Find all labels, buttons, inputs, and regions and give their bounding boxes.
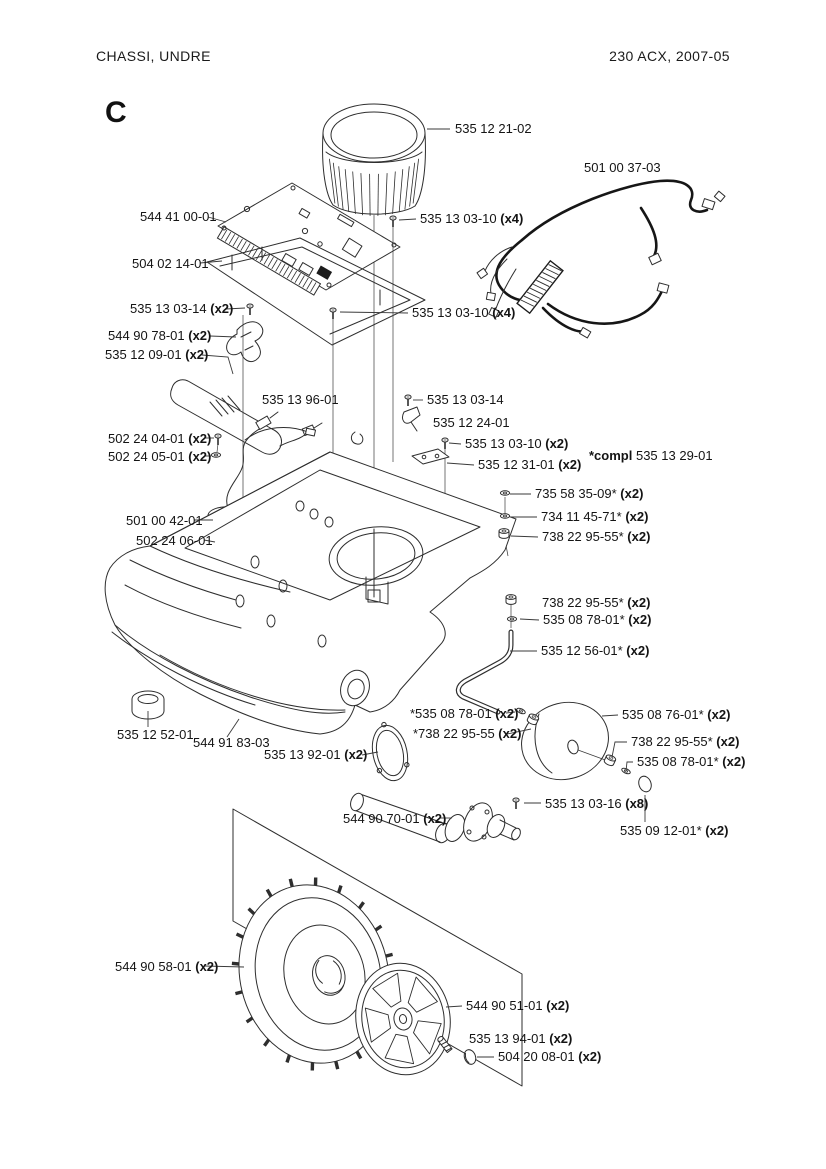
part-label: 535 13 03-16 (x8): [545, 796, 648, 811]
mid-small-parts-art: [244, 406, 450, 465]
part-label: 535 13 03-10 (x4): [412, 305, 515, 320]
hub-screw-art: [437, 1035, 453, 1054]
part-label: 535 13 94-01 (x2): [469, 1031, 572, 1046]
part-label: 735 58 35-09* (x2): [535, 486, 643, 501]
part-label: 535 12 31-01 (x2): [478, 457, 581, 472]
leader-line: [201, 354, 234, 375]
leader-line: [445, 1005, 463, 1008]
part-label: 535 12 52-01: [117, 727, 194, 742]
leader-line: [625, 761, 633, 772]
part-label: 734 11 45-71* (x2): [541, 509, 648, 524]
part-label: 535 13 03-10 (x4): [420, 211, 523, 226]
leader-line: [601, 714, 619, 717]
caster-axle-art: [455, 629, 514, 715]
leader-line: [339, 311, 409, 314]
leader-line: [611, 741, 627, 758]
part-label: 502 24 06-01: [136, 533, 213, 548]
part-label: 535 08 78-01* (x2): [637, 754, 745, 769]
part-label: 544 41 00-01: [140, 209, 217, 224]
part-label: 535 13 96-01: [262, 392, 339, 407]
hubcap-art: [355, 962, 451, 1076]
part-label: 502 24 05-01 (x2): [108, 449, 211, 464]
leader-line: [199, 260, 223, 264]
part-label: 502 24 04-01 (x2): [108, 431, 211, 446]
leader-line: [207, 216, 227, 223]
leader-line: [448, 442, 462, 445]
part-label: 504 02 14-01: [132, 256, 209, 271]
grommet-art: [131, 690, 165, 720]
drive-wheel-art: [231, 877, 397, 1071]
chassis-tub-art: [104, 451, 517, 735]
part-label: 535 13 92-01 (x2): [264, 747, 367, 762]
part-label: 738 22 95-55* (x2): [542, 595, 650, 610]
page-title: CHASSI, UNDRE: [96, 48, 211, 64]
part-label: 504 20 08-01 (x2): [498, 1049, 601, 1064]
part-label: 535 12 21-02: [455, 121, 532, 136]
leader-line: [361, 751, 379, 756]
leader-line: [506, 728, 532, 735]
part-label: *738 22 95-55 (x2): [413, 726, 521, 741]
part-label: 535 08 78-01* (x2): [543, 612, 651, 627]
leader-line: [510, 535, 539, 538]
part-label: 544 90 70-01 (x2): [343, 811, 446, 826]
part-label: 535 12 56-01* (x2): [541, 643, 649, 658]
model-revision: 230 ACX, 2007-05: [609, 48, 730, 64]
part-label: 535 13 03-14 (x2): [130, 301, 233, 316]
gasket-ring-art: [371, 721, 410, 782]
wheel-motor-art: [350, 792, 521, 844]
part-label: 535 12 24-01: [433, 415, 510, 430]
part-label: *535 08 78-01 (x2): [410, 706, 518, 721]
part-label: 544 91 83-03: [193, 735, 270, 750]
leader-line: [203, 539, 216, 543]
part-label: 544 90 78-01 (x2): [108, 328, 211, 343]
leader-line: [446, 462, 475, 466]
part-label: 535 12 09-01 (x2): [105, 347, 208, 362]
leader-line: [209, 335, 237, 338]
hub-cap-plug-art: [463, 1049, 477, 1065]
leader-line: [398, 218, 417, 221]
leader-line: [226, 718, 240, 738]
leader-line: [225, 307, 246, 310]
part-label: 738 22 95-55* (x2): [631, 734, 739, 749]
part-label: 535 13 03-14: [427, 392, 504, 407]
part-label: 501 00 42-01: [126, 513, 203, 528]
part-label: 535 09 12-01* (x2): [620, 823, 728, 838]
part-label: 535 08 76-01* (x2): [622, 707, 730, 722]
pcb-art: [216, 182, 401, 296]
wire-harness-art: [476, 179, 726, 339]
part-labels-layer: 535 12 21-02 501 00 37-03 544 41 00-01 504 …: [105, 121, 745, 1064]
panel-outline-art: [232, 808, 523, 1087]
bracket-art: [226, 321, 264, 363]
part-label: 738 22 95-55* (x2): [542, 529, 650, 544]
part-label: 544 90 51-01 (x2): [466, 998, 569, 1013]
section-letter: C: [105, 96, 127, 129]
leader-line: [203, 965, 245, 968]
part-label: *compl 535 13 29-01: [589, 448, 713, 463]
cup-part-art: [322, 103, 426, 216]
part-label: 501 00 37-03: [584, 160, 661, 175]
part-label: 535 13 03-10 (x2): [465, 436, 568, 451]
front-wheel-art: [521, 701, 652, 793]
leader-line: [505, 711, 516, 714]
leader-line: [519, 618, 540, 621]
part-label: 544 90 58-01 (x2): [115, 959, 218, 974]
chassis-upper-frame-art: [206, 237, 426, 346]
